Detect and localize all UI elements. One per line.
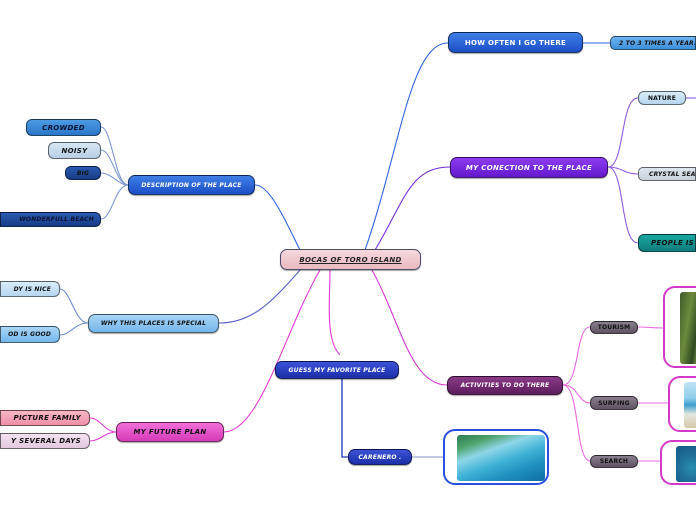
branch-future-plan[interactable]: MY FUTURE PLAN <box>116 422 224 442</box>
link-future-picture <box>89 417 117 433</box>
central-topic[interactable]: BOCAS OF TORO ISLAND <box>280 249 421 270</box>
branch-description[interactable]: DESCRIPTION OF THE PLACE <box>128 175 255 195</box>
future-plan-item-2[interactable]: Y SEVERAL DAYS <box>0 433 90 449</box>
why-special-reason-1[interactable]: DY IS NICE <box>0 281 60 297</box>
connection-crystal-sea[interactable]: CRYSTAL SEA <box>638 167 696 181</box>
link-activities-search <box>562 384 591 462</box>
connection-nature[interactable]: NATURE <box>638 91 686 105</box>
beach-image <box>684 382 696 428</box>
link-description-big <box>100 172 129 186</box>
link-why-od <box>59 322 89 336</box>
link-center-why-special <box>218 269 301 324</box>
carenero-photo-frame <box>443 429 549 485</box>
branch-why-special[interactable]: WHY THIS PLACES IS SPECIAL <box>88 314 219 333</box>
branch-activities[interactable]: ACTIVITIES TO DO THERE <box>447 376 563 395</box>
why-special-reason-2[interactable]: OD IS GOOD <box>0 326 60 343</box>
link-connection-nature <box>607 97 639 168</box>
link-future-days <box>89 431 117 442</box>
link-center-connection <box>374 166 451 251</box>
guess-answer-carenero[interactable]: CARENERO . <box>348 449 412 465</box>
branch-connection[interactable]: MY CONECTION TO THE PLACE <box>450 157 608 178</box>
activity-search[interactable]: SEARCH <box>590 455 638 468</box>
how-often-answer[interactable]: 2 TO 3 TIMES A YEAR. <box>610 36 696 50</box>
description-crowded[interactable]: CROWDED <box>26 119 101 136</box>
link-connection-people <box>607 166 639 244</box>
link-center-future-plan <box>223 269 321 433</box>
link-guess-carenero <box>341 379 348 458</box>
link-activities-tourism <box>562 326 591 386</box>
underwater-image <box>676 446 696 482</box>
jungle-image <box>680 292 696 364</box>
tourism-photo-frame <box>663 286 696 368</box>
future-plan-item-1[interactable]: PICTURE FAMILY <box>0 410 90 426</box>
link-connection-crystal <box>607 166 639 175</box>
carenero-aerial-image <box>457 435 545 481</box>
link-description-beach <box>100 184 129 220</box>
search-photo-frame <box>660 440 696 485</box>
connection-people[interactable]: PEOPLE IS <box>638 234 696 252</box>
link-center-activities <box>371 269 448 386</box>
link-center-description <box>254 184 301 251</box>
branch-how-often[interactable]: HOW OFTEN I GO THERE <box>448 32 583 53</box>
activity-tourism[interactable]: TOURISM <box>590 321 638 334</box>
link-description-noisy <box>100 149 129 186</box>
link-activities-surfing <box>562 384 591 404</box>
description-beach[interactable]: WONDERFULL BEACH <box>0 212 101 227</box>
description-noisy[interactable]: NOISY <box>48 142 101 159</box>
link-why-dy <box>59 288 89 324</box>
surfing-photo-frame <box>668 376 696 432</box>
link-center-guess <box>328 269 341 356</box>
activity-surfing[interactable]: SURFING <box>590 396 638 410</box>
branch-guess[interactable]: GUESS MY FAVORITE PLACE <box>275 361 399 379</box>
description-big[interactable]: BIG <box>65 166 101 180</box>
link-center-how-often <box>364 42 449 251</box>
link-description-crowded <box>100 126 129 186</box>
